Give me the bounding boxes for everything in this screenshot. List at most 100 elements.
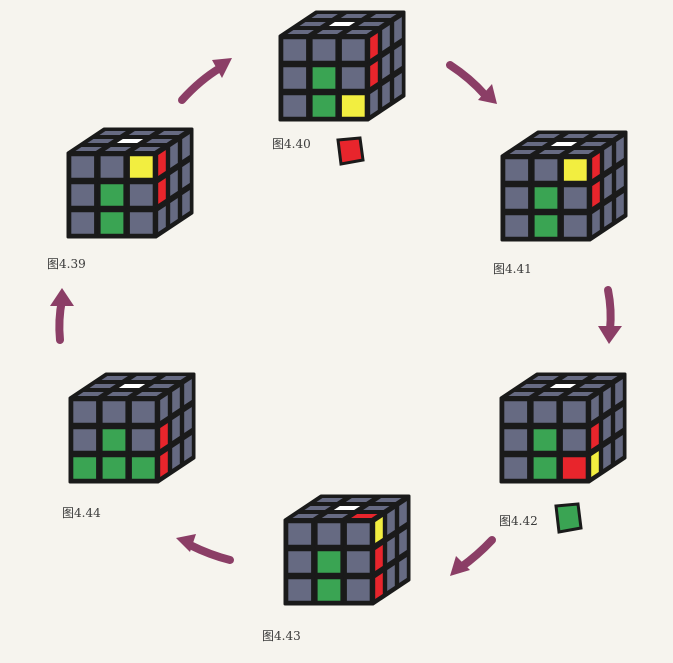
cube-right-facelet [588, 390, 602, 426]
cube-top-facelet [532, 147, 572, 157]
cube-front-facelet [97, 181, 127, 209]
cube-right-facelet [155, 145, 169, 181]
cube-right-facelet [155, 201, 169, 237]
cube-right-facelet [612, 374, 626, 410]
cube-top-facelet [356, 503, 396, 513]
cube-right-facelet [589, 176, 603, 212]
cube-right-facelet [612, 402, 626, 438]
cube-top-facelet [81, 136, 121, 146]
caption-fig-4-41: 图4.41 [493, 262, 532, 276]
cube-right-facelet [167, 137, 181, 173]
cube-top-facelet [124, 373, 164, 383]
cube-top-facelet [514, 381, 554, 391]
cube-right-facelet [372, 568, 386, 604]
cube-front-facelet [531, 212, 561, 240]
cube-right-facelet [379, 48, 393, 84]
loose-sticker-shape [336, 136, 365, 166]
cube-front-facelet [343, 576, 373, 604]
cube-top-facelet [71, 389, 111, 399]
cube-right-facelet [372, 512, 386, 548]
cube-top-facelet [310, 27, 350, 37]
cube-right-facelet [367, 56, 381, 92]
cube-right-facelet [600, 382, 614, 418]
cube-top-facelet [315, 511, 355, 521]
cube-right-facelet [600, 438, 614, 474]
cube-right-facelet [588, 418, 602, 454]
cube-top-facelet [327, 503, 367, 513]
cube-front-facelet [559, 398, 589, 426]
cube-front-facelet [502, 156, 532, 184]
cube-right-facelet [157, 418, 171, 454]
cube-front-facelet [560, 184, 590, 212]
cube-front-facelet [126, 209, 156, 237]
cube-fig-4-42 [499, 372, 627, 484]
cube-top-facelet [363, 11, 403, 21]
cube-front-facelet [531, 184, 561, 212]
arrow-440-to-441 [446, 61, 489, 99]
cube-front-facelet [314, 548, 344, 576]
cube-top-facelet [544, 139, 584, 149]
cube-right-facelet [169, 382, 183, 418]
cube-fig-4-44 [68, 372, 196, 484]
cube-front-facelet [285, 520, 315, 548]
cube-top-facelet [139, 136, 179, 146]
cube-front-facelet [128, 426, 158, 454]
cube-fig-4-43 [283, 494, 411, 606]
cube-top-facelet [503, 147, 543, 157]
caption-fig-4-44: 图4.44 [62, 506, 101, 520]
cube-right-facelet [179, 157, 193, 193]
cube-front-facelet [68, 153, 98, 181]
cube-top-facelet [129, 389, 169, 399]
cube-top-facelet [526, 373, 566, 383]
cube-right-facelet [169, 410, 183, 446]
cube-top-facelet [573, 139, 613, 149]
cube-top-facelet [95, 373, 135, 383]
cube-top-facelet [98, 144, 138, 154]
cube-front-facelet [128, 398, 158, 426]
cube-top-facelet [122, 128, 162, 138]
cube-right-facelet [179, 129, 193, 165]
cube-right-facelet [601, 196, 615, 232]
cube-front-facelet [309, 92, 339, 120]
cube-front-facelet [338, 36, 368, 64]
cube-front-facelet [97, 153, 127, 181]
cube-front-facelet [501, 398, 531, 426]
loose-sticker-shape [554, 502, 583, 534]
cube-top-facelet [351, 19, 391, 29]
arrow-441-to-442 [604, 286, 615, 334]
cube-front-facelet [126, 181, 156, 209]
cube-right-facelet [157, 446, 171, 482]
cube-front-facelet [280, 36, 310, 64]
cube-fig-4-40 [278, 10, 406, 122]
cube-top-facelet [502, 389, 542, 399]
cube-top-facelet [322, 19, 362, 29]
cube-front-facelet [338, 92, 368, 120]
loose-red-sticker [336, 136, 365, 166]
cube-front-facelet [530, 454, 560, 482]
cube-fig-4-39 [66, 127, 194, 239]
cube-right-facelet [589, 148, 603, 184]
cube-front-facelet [128, 454, 158, 482]
cube-front-facelet [314, 520, 344, 548]
cube-front-facelet [280, 64, 310, 92]
cube-right-facelet [384, 532, 398, 568]
cube-front-facelet [530, 426, 560, 454]
caption-fig-4-40: 图4.40 [272, 137, 311, 151]
cube-front-facelet [285, 576, 315, 604]
cube-right-facelet [167, 193, 181, 229]
cube-right-facelet [589, 204, 603, 240]
cube-top-facelet [286, 511, 326, 521]
cube-front-facelet [560, 212, 590, 240]
cube-top-facelet [531, 389, 571, 399]
cube-top-facelet [298, 503, 338, 513]
cube-front-facelet [343, 520, 373, 548]
cube-right-facelet [379, 20, 393, 56]
cube-top-facelet [83, 381, 123, 391]
cube-right-facelet [384, 504, 398, 540]
cube-top-facelet [112, 381, 152, 391]
cube-top-facelet [344, 511, 384, 521]
cube-top-facelet [560, 389, 600, 399]
cube-top-facelet [151, 128, 191, 138]
cube-right-facelet [601, 168, 615, 204]
cube-front-facelet [343, 548, 373, 576]
